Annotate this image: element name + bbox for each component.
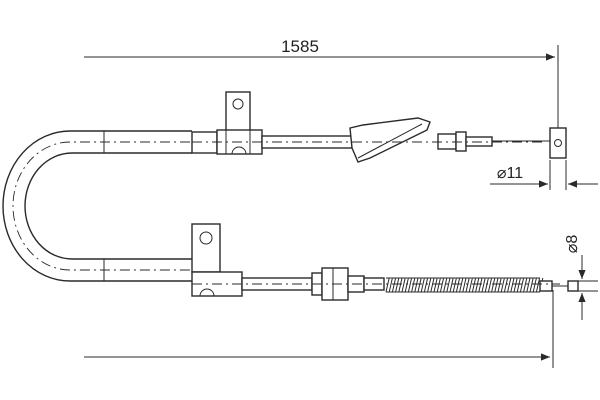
diameter-11-dimension: ⌀11 — [490, 160, 598, 190]
upper-cable-assembly — [191, 91, 567, 163]
lower-spring — [385, 277, 544, 293]
length-dimension-value: 1585 — [281, 37, 319, 56]
cable-sheath — [2, 130, 192, 282]
diameter-8-dimension: ⌀8 — [564, 235, 598, 320]
upper-bracket-hole — [232, 98, 244, 110]
lower-cable-assembly — [191, 223, 579, 301]
diameter-8-value: ⌀8 — [564, 235, 581, 254]
length-dimension: 1585 — [84, 37, 559, 140]
bottom-reference-line — [84, 290, 554, 368]
diameter-11-value: ⌀11 — [497, 165, 523, 182]
upper-eye-end — [549, 127, 567, 159]
upper-guide-sleeve — [349, 117, 431, 163]
upper-mounting-bracket — [225, 91, 251, 133]
lower-bracket-hole — [199, 231, 213, 245]
lower-end-nipple — [567, 280, 579, 292]
lower-mounting-bracket — [191, 223, 221, 273]
